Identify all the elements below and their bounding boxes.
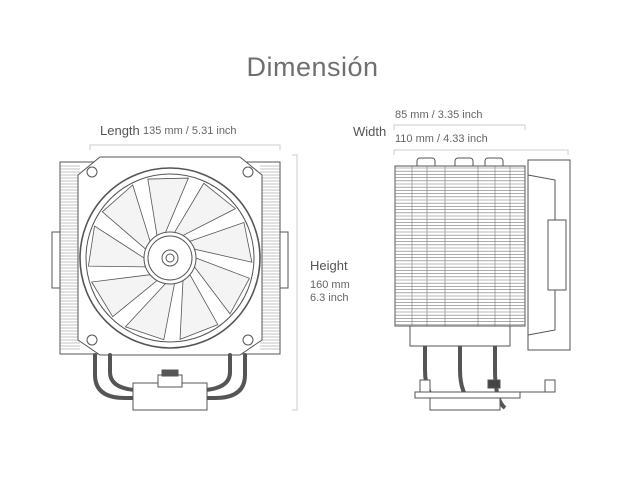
dimension-lines bbox=[89, 124, 569, 411]
width-fins-dimension-line bbox=[393, 124, 526, 130]
height-inch-value: 6.3 inch bbox=[310, 292, 349, 304]
width-fins-value: 85 mm / 3.35 inch bbox=[395, 109, 483, 121]
page-title: Dimensión bbox=[246, 52, 379, 82]
length-dimension-line bbox=[89, 144, 281, 150]
length-label: Length bbox=[100, 123, 140, 138]
side-fan bbox=[527, 159, 571, 351]
height-mm-value: 160 mm bbox=[310, 279, 350, 291]
cooler-side-view bbox=[394, 157, 571, 411]
fin-stack bbox=[394, 165, 526, 327]
cooler-front-view bbox=[51, 156, 289, 411]
side-base bbox=[429, 397, 501, 411]
width-label: Width bbox=[353, 124, 387, 139]
fan-hub bbox=[143, 231, 197, 285]
heatpipes-front bbox=[93, 353, 247, 400]
height-label: Height bbox=[310, 258, 348, 273]
width-total-dimension-line bbox=[393, 149, 569, 155]
height-dimension-line bbox=[292, 154, 298, 411]
length-value: 135 mm / 5.31 inch bbox=[143, 125, 237, 137]
width-total-value: 110 mm / 4.33 inch bbox=[395, 133, 488, 145]
